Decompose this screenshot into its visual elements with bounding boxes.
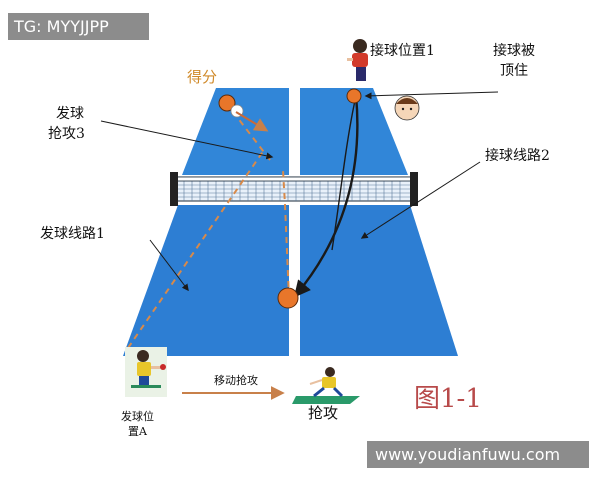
serve-attack-label-2: 抢攻3 [48, 126, 85, 142]
table-far-left [182, 88, 289, 175]
ball-attack [277, 287, 299, 309]
ball-receive [346, 88, 362, 104]
score-label: 得分 [187, 68, 218, 86]
arrow-receive-blocked [364, 91, 499, 100]
receive-route-2-path [293, 94, 359, 298]
serve-position-label-1: 发球位 [121, 410, 154, 423]
server-player-icon [125, 347, 167, 397]
receive-blocked-label-1: 接球被 [493, 43, 535, 59]
net [170, 172, 418, 206]
serve-position-label-2: 置A [128, 425, 147, 438]
receive-route-2-curve [331, 95, 357, 251]
serve-route-1-label: 发球线路1 [40, 226, 105, 242]
arrow-receive-route-2 [360, 161, 481, 239]
serve-attack-label-1: 发球 [56, 106, 84, 122]
receive-blocked-label-2: 顶住 [500, 63, 528, 79]
arrow-score [235, 111, 269, 132]
table-far-right [300, 88, 408, 175]
receive-route-2-label: 接球线路2 [485, 148, 550, 164]
arrow-serve-attack-3 [100, 120, 274, 160]
receive-position-1-label: 接球位置1 [370, 43, 435, 59]
arrow-serve-route-1 [149, 239, 189, 292]
net-post-right [410, 172, 418, 206]
table-near-right [300, 205, 458, 356]
ball-score [218, 94, 236, 112]
watermark-bottom: www.youdianfuwu.com [367, 441, 589, 468]
receiver-player-icon [347, 39, 368, 81]
attacker-player-icon [292, 367, 360, 404]
move-attack-label: 移动抢攻 [214, 374, 258, 387]
opponent-face-icon [394, 95, 420, 121]
table-near-left [123, 205, 289, 356]
serve-route-1-path [127, 149, 265, 349]
serve-attack-3-path [223, 99, 271, 161]
net-post-left [170, 172, 178, 206]
serve-route-return [282, 169, 290, 299]
watermark-top: TG: MYYJJPP [8, 13, 149, 40]
attack-label: 抢攻 [308, 404, 339, 422]
figure-label: 图1-1 [414, 384, 482, 414]
